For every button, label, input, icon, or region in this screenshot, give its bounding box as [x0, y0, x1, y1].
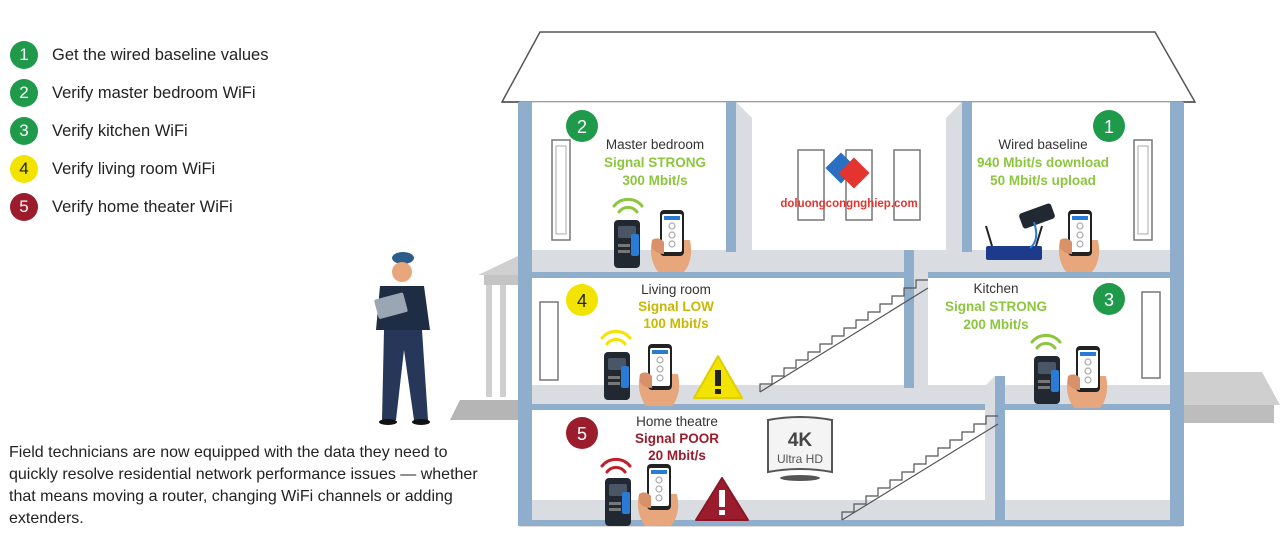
staircase-lower [841, 415, 999, 521]
floor-1 [520, 404, 1182, 410]
wired-baseline-upload: 50 Mbit/s upload [990, 173, 1096, 188]
right-wall [1170, 102, 1184, 526]
master-bedroom-label: Master bedroom [606, 137, 704, 152]
step-2: 2 Verify master bedroom WiFi [10, 74, 268, 112]
wifi-tester-icon [604, 352, 630, 400]
room-master-bedroom: 2 Master bedroom Signal STRONG 300 Mbit/… [566, 110, 706, 273]
step-3-badge: 3 [10, 117, 38, 145]
roof [500, 31, 1197, 103]
wifi-tester-icon [1034, 356, 1060, 404]
wired-baseline-label: Wired baseline [998, 137, 1087, 152]
step-5-label: Verify home theater WiFi [52, 197, 233, 216]
living-room-label: Living room [641, 282, 711, 297]
wifi-tester-icon [605, 478, 631, 526]
step-4-badge: 4 [10, 155, 38, 183]
home-theatre-label: Home theatre [636, 414, 718, 429]
badge-1 [1093, 110, 1125, 142]
step-4: 4 Verify living room WiFi [10, 150, 268, 188]
living-room-speed: 100 Mbit/s [643, 316, 708, 331]
warning-icon [695, 477, 749, 521]
room-kitchen: 3 Kitchen Signal STRONG 200 Mbit/s [945, 281, 1125, 409]
warning-icon [693, 355, 743, 399]
step-1-badge: 1 [10, 41, 38, 69]
wifi-icon [600, 457, 632, 474]
master-bedroom-speed: 300 Mbit/s [622, 173, 687, 188]
room-wired-baseline: 1 Wired baseline 940 Mbit/s download 50 … [977, 110, 1125, 273]
staircase-upper [759, 279, 929, 393]
badge-1-number: 1 [1104, 117, 1114, 137]
step-4-label: Verify living room WiFi [52, 159, 216, 178]
kitchen-speed: 200 Mbit/s [963, 317, 1028, 332]
room-home-theatre: 5 Home theatre Signal POOR 20 Mbit/s 4K … [566, 414, 833, 527]
master-bedroom-signal: Signal STRONG [604, 155, 706, 170]
left-steps [450, 400, 520, 420]
wifi-icon [612, 197, 644, 214]
router-icon [985, 203, 1055, 260]
living-room-signal: Signal LOW [638, 299, 714, 314]
badge-3-number: 3 [1104, 290, 1114, 310]
step-5-badge: 5 [10, 193, 38, 221]
watermark-text: doluongcongnghiep.com [780, 198, 917, 210]
technician-figure [374, 252, 430, 425]
home-theatre-speed: 20 Mbit/s [648, 448, 706, 463]
wired-baseline-download: 940 Mbit/s download [977, 155, 1109, 170]
step-1: 1 Get the wired baseline values [10, 36, 268, 74]
wifi-icon [1030, 333, 1062, 350]
caption-text: Field technicians are now equipped with … [9, 444, 478, 527]
step-list: 1 Get the wired baseline values 2 Verify… [10, 36, 268, 226]
badge-2-number: 2 [577, 117, 587, 137]
home-theatre-signal: Signal POOR [635, 431, 719, 446]
room-living-room: 4 Living room Signal LOW 100 Mbit/s [566, 282, 743, 407]
wifi-icon [600, 329, 632, 346]
step-2-badge: 2 [10, 79, 38, 107]
tv-uhd-label: Ultra HD [777, 452, 823, 466]
step-3: 3 Verify kitchen WiFi [10, 112, 268, 150]
step-5: 5 Verify home theater WiFi [10, 188, 268, 226]
wifi-tester-icon [614, 220, 640, 268]
badge-2 [566, 110, 598, 142]
right-extension-roof [1182, 372, 1280, 405]
left-wall [518, 102, 532, 526]
step-2-label: Verify master bedroom WiFi [52, 83, 256, 102]
badge-5-number: 5 [577, 424, 587, 444]
badge-5 [566, 417, 598, 449]
badge-4-number: 4 [577, 291, 587, 311]
badge-3 [1093, 283, 1125, 315]
ground-floor [520, 520, 1182, 526]
step-3-label: Verify kitchen WiFi [52, 121, 188, 140]
step-1-label: Get the wired baseline values [52, 45, 269, 64]
kitchen-label: Kitchen [973, 281, 1018, 296]
badge-4 [566, 284, 598, 316]
kitchen-signal: Signal STRONG [945, 299, 1047, 314]
tv-icon: 4K Ultra HD [767, 416, 833, 481]
tv-4k-label: 4K [788, 430, 813, 451]
floor-2 [520, 272, 1182, 278]
